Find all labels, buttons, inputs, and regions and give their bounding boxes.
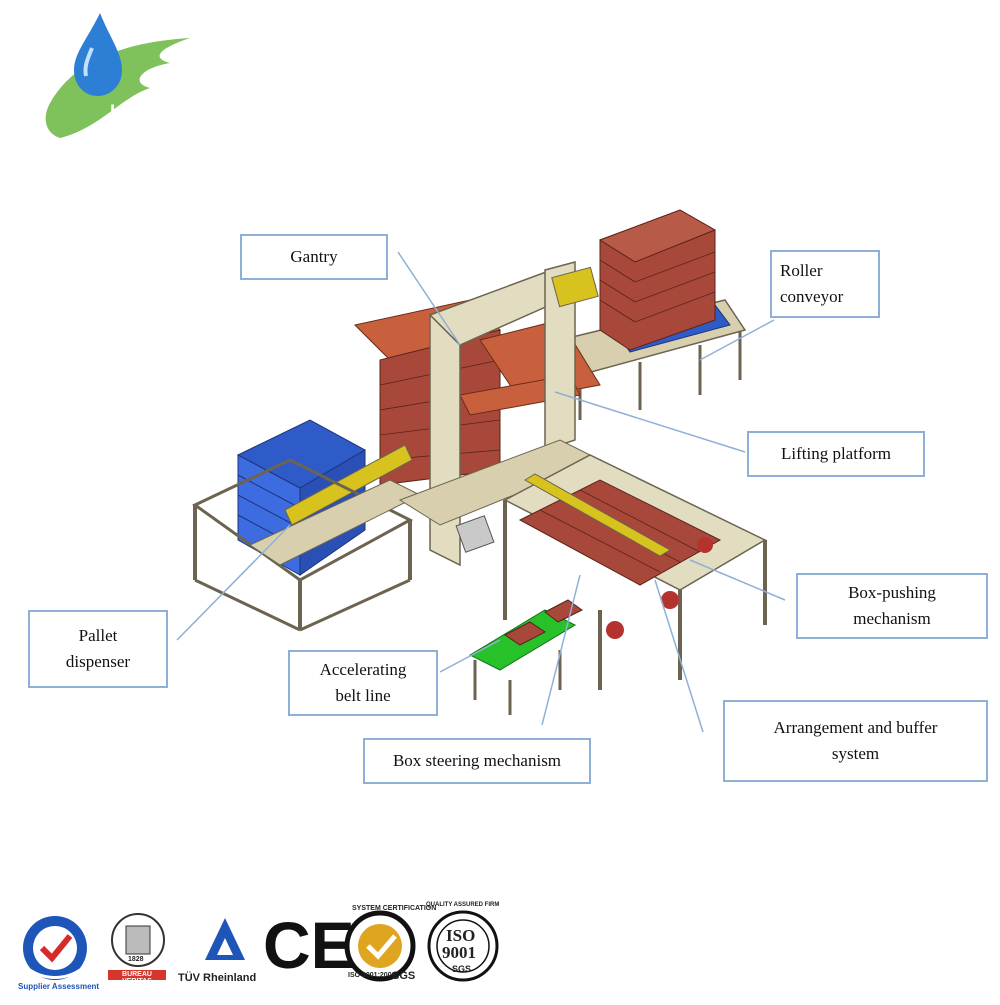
iso-9001-logo (427, 910, 499, 982)
accelerating-belt-drawing (468, 599, 583, 715)
arrangement-buffer-drawing (503, 454, 767, 690)
ce-mark: CE (263, 908, 355, 982)
supplier-assessment-logo (23, 916, 87, 980)
iso-top-caption: QUALITY ASSURED FIRM (426, 902, 500, 908)
supplier-assessment-caption: Supplier Assessment (18, 982, 100, 991)
sgs-iso-caption: ISO 9001:2000 (348, 972, 396, 979)
callout-accelerating-belt: Accelerating belt line (288, 650, 438, 716)
bureau-veritas-year: 1828 (128, 956, 144, 963)
iso-number: 9001 (442, 943, 476, 962)
bureau-veritas-logo (108, 913, 166, 980)
callout-roller-conveyor: Roller conveyor (770, 250, 880, 318)
callout-lifting-platform: Lifting platform (747, 431, 925, 477)
callout-box-steering: Box steering mechanism (363, 738, 591, 784)
roller-conveyor-drawing (558, 209, 747, 420)
bureau-veritas-caption: BUREAU VERITAS (122, 971, 152, 985)
leader-lines (176, 251, 786, 733)
iso-sgs-caption: SGS (452, 964, 472, 974)
callout-pallet-dispenser: Pallet dispenser (28, 610, 168, 688)
tuv-rheinland-logo (205, 918, 245, 960)
tuv-caption: TÜV Rheinland (178, 972, 257, 984)
certification-logos: BUREAU VERITAS 1828 TÜV Rheinland Suppli… (0, 900, 1000, 1000)
sgs-caption: SGS (392, 970, 416, 982)
callout-box-pushing: Box-pushing mechanism (796, 573, 988, 639)
pallet-dispenser-drawing (192, 419, 422, 632)
center-conveyor-drawing (398, 439, 602, 553)
luye-logo: LUYE (40, 8, 200, 148)
callout-gantry: Gantry (240, 234, 388, 280)
sgs-system-certification-logo (344, 910, 416, 982)
gantry-drawing (353, 261, 601, 567)
iso-label: ISO (446, 926, 476, 945)
sgs-system-caption: SYSTEM CERTIFICATION (352, 905, 437, 912)
logo-text: LUYE (110, 102, 165, 123)
callout-arrangement-buffer: Arrangement and buffer system (723, 700, 988, 782)
